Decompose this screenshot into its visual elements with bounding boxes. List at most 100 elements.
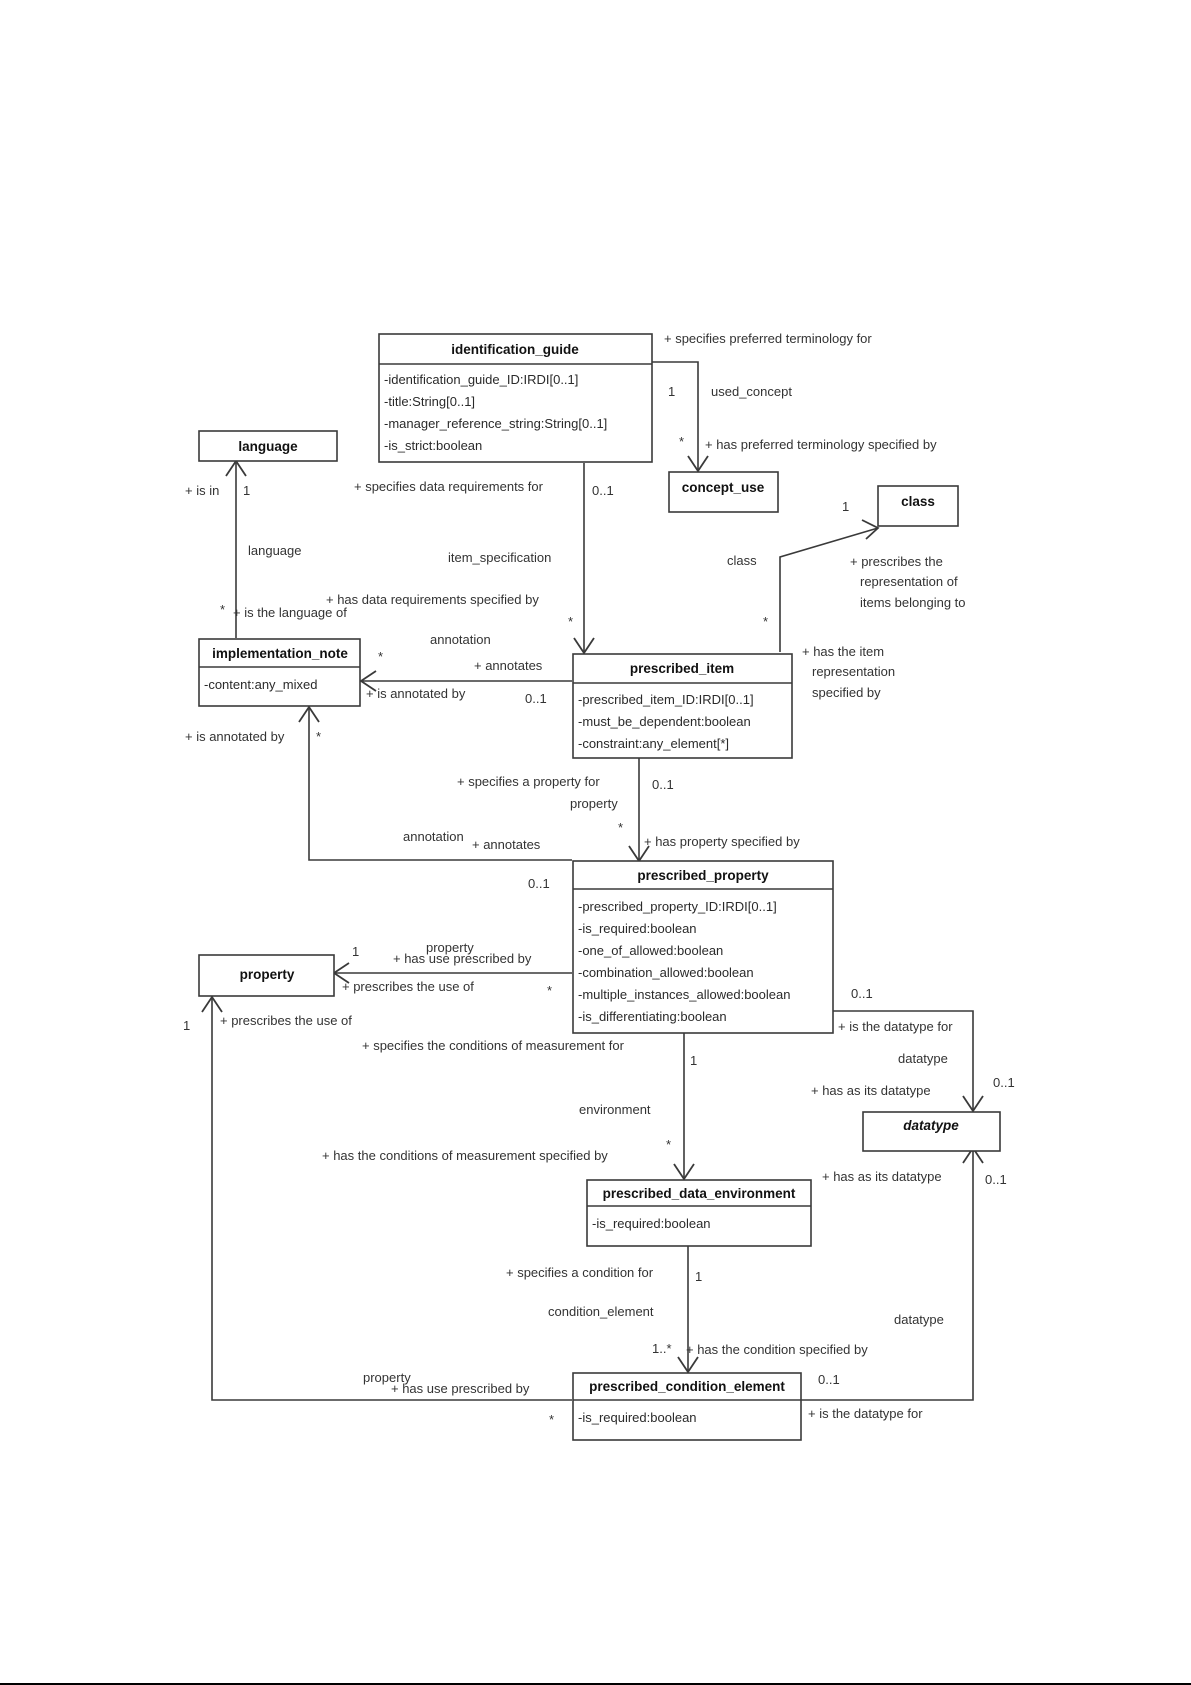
role-label: + is annotated by (185, 729, 285, 744)
multiplicity-label: * (220, 602, 225, 617)
role-label: + has use prescribed by (393, 951, 532, 966)
role-label: + annotates (474, 658, 543, 673)
class-attribute: -prescribed_item_ID:IRDI[0..1] (578, 692, 754, 707)
arrowhead-icon (962, 1095, 984, 1113)
multiplicity-label: * (316, 729, 321, 744)
class-name: property (240, 967, 295, 982)
class-attribute: -one_of_allowed:boolean (578, 943, 723, 958)
arrowhead-icon (573, 637, 595, 655)
class-prescribed-condition-element[interactable]: prescribed_condition_element -is_require… (572, 1372, 802, 1441)
association-datatype-condition (801, 1146, 984, 1401)
multiplicity-label: 1 (668, 384, 675, 399)
page-bottom-rule (0, 1683, 1191, 1685)
arrowhead-icon (687, 455, 709, 473)
class-attribute: -is_differentiating:boolean (578, 1009, 727, 1024)
association-name: property (426, 940, 474, 955)
class-name: prescribed_item (630, 661, 734, 676)
arrowhead-icon (359, 670, 377, 692)
role-label: + has property specified by (644, 834, 800, 849)
multiplicity-label: * (763, 614, 768, 629)
role-label: representation (812, 664, 895, 679)
role-label: + has as its datatype (811, 1083, 931, 1098)
arrowhead-icon (677, 1356, 699, 1374)
role-label: + has data requirements specified by (326, 592, 539, 607)
multiplicity-label: 0..1 (592, 483, 614, 498)
class-prescribed-data-environment[interactable]: prescribed_data_environment -is_required… (586, 1179, 812, 1247)
class-attribute: -is_required:boolean (578, 1410, 697, 1425)
role-label: + is the datatype for (808, 1406, 923, 1421)
multiplicity-label: 1 (695, 1269, 702, 1284)
class-attribute: -is_required:boolean (578, 921, 697, 936)
association-class (779, 519, 880, 652)
role-label: items belonging to (860, 595, 966, 610)
class-name: language (238, 439, 298, 454)
role-label: specified by (812, 685, 881, 700)
association-name: datatype (894, 1312, 944, 1327)
association-datatype-property (833, 1010, 984, 1113)
association-name: property (363, 1370, 411, 1385)
association-condition-element (677, 1246, 699, 1374)
class-name: datatype (903, 1118, 959, 1133)
class-attribute: -identification_guide_ID:IRDI[0..1] (384, 372, 578, 387)
role-label: + is the datatype for (838, 1019, 953, 1034)
role-label: + specifies preferred terminology for (664, 331, 872, 346)
arrowhead-icon (861, 519, 880, 540)
role-label: + is annotated by (366, 686, 466, 701)
multiplicity-label: 0..1 (525, 691, 547, 706)
role-label: + is the language of (233, 605, 347, 620)
class-attribute: -multiple_instances_allowed:boolean (578, 987, 790, 1002)
class-concept-use[interactable]: concept_use (668, 471, 779, 513)
association-name: item_specification (448, 550, 551, 565)
multiplicity-label: 0..1 (851, 986, 873, 1001)
class-name: concept_use (682, 480, 765, 495)
arrowhead-icon (201, 995, 223, 1013)
class-name: prescribed_property (637, 868, 769, 883)
multiplicity-label: * (378, 649, 383, 664)
class-prescribed-property[interactable]: prescribed_property -prescribed_property… (572, 860, 834, 1034)
role-label: + specifies data requirements for (354, 479, 544, 494)
class-attribute: -is_required:boolean (592, 1216, 711, 1231)
class-attribute: -combination_allowed:boolean (578, 965, 754, 980)
association-name: used_concept (711, 384, 792, 399)
multiplicity-label: 0..1 (985, 1172, 1007, 1187)
association-annotation-item (359, 670, 572, 692)
class-identification-guide[interactable]: identification_guide -identification_gui… (378, 333, 653, 463)
role-label: + specifies the conditions of measuremen… (362, 1038, 625, 1053)
class-language[interactable]: language (198, 430, 338, 462)
role-label: + has use prescribed by (391, 1381, 530, 1396)
multiplicity-label: 1..* (652, 1341, 672, 1356)
multiplicity-label: * (568, 614, 573, 629)
class-datatype[interactable]: datatype (862, 1111, 1001, 1152)
class-name: implementation_note (212, 646, 348, 661)
class-implementation-note[interactable]: implementation_note -content:any_mixed (198, 638, 361, 707)
multiplicity-label: * (679, 434, 684, 449)
association-name: datatype (898, 1051, 948, 1066)
role-label: + prescribes the (850, 554, 943, 569)
class-class[interactable]: class (877, 485, 959, 527)
multiplicity-label: * (547, 983, 552, 998)
association-name: language (248, 543, 302, 558)
multiplicity-label: 1 (842, 499, 849, 514)
class-name: prescribed_data_environment (603, 1186, 796, 1201)
multiplicity-label: 1 (352, 944, 359, 959)
arrowhead-icon (673, 1163, 695, 1181)
role-label: + annotates (472, 837, 541, 852)
class-attribute: -manager_reference_string:String[0..1] (384, 416, 607, 431)
role-label: + specifies a condition for (506, 1265, 654, 1280)
association-name: annotation (403, 829, 464, 844)
association-item-specification (573, 463, 595, 655)
class-prescribed-item[interactable]: prescribed_item -prescribed_item_ID:IRDI… (572, 653, 793, 759)
multiplicity-label: 0..1 (528, 876, 550, 891)
multiplicity-label: 1 (183, 1018, 190, 1033)
association-property-condition (201, 995, 572, 1401)
class-attribute: -content:any_mixed (204, 677, 317, 692)
class-attribute: -prescribed_property_ID:IRDI[0..1] (578, 899, 777, 914)
role-label: + has the item (802, 644, 884, 659)
class-property[interactable]: property (198, 954, 335, 997)
class-attribute: -title:String[0..1] (384, 394, 475, 409)
multiplicity-label: 0..1 (993, 1075, 1015, 1090)
role-label: + has as its datatype (822, 1169, 942, 1184)
role-label: + specifies a property for (457, 774, 600, 789)
role-label: + has the condition specified by (686, 1342, 868, 1357)
